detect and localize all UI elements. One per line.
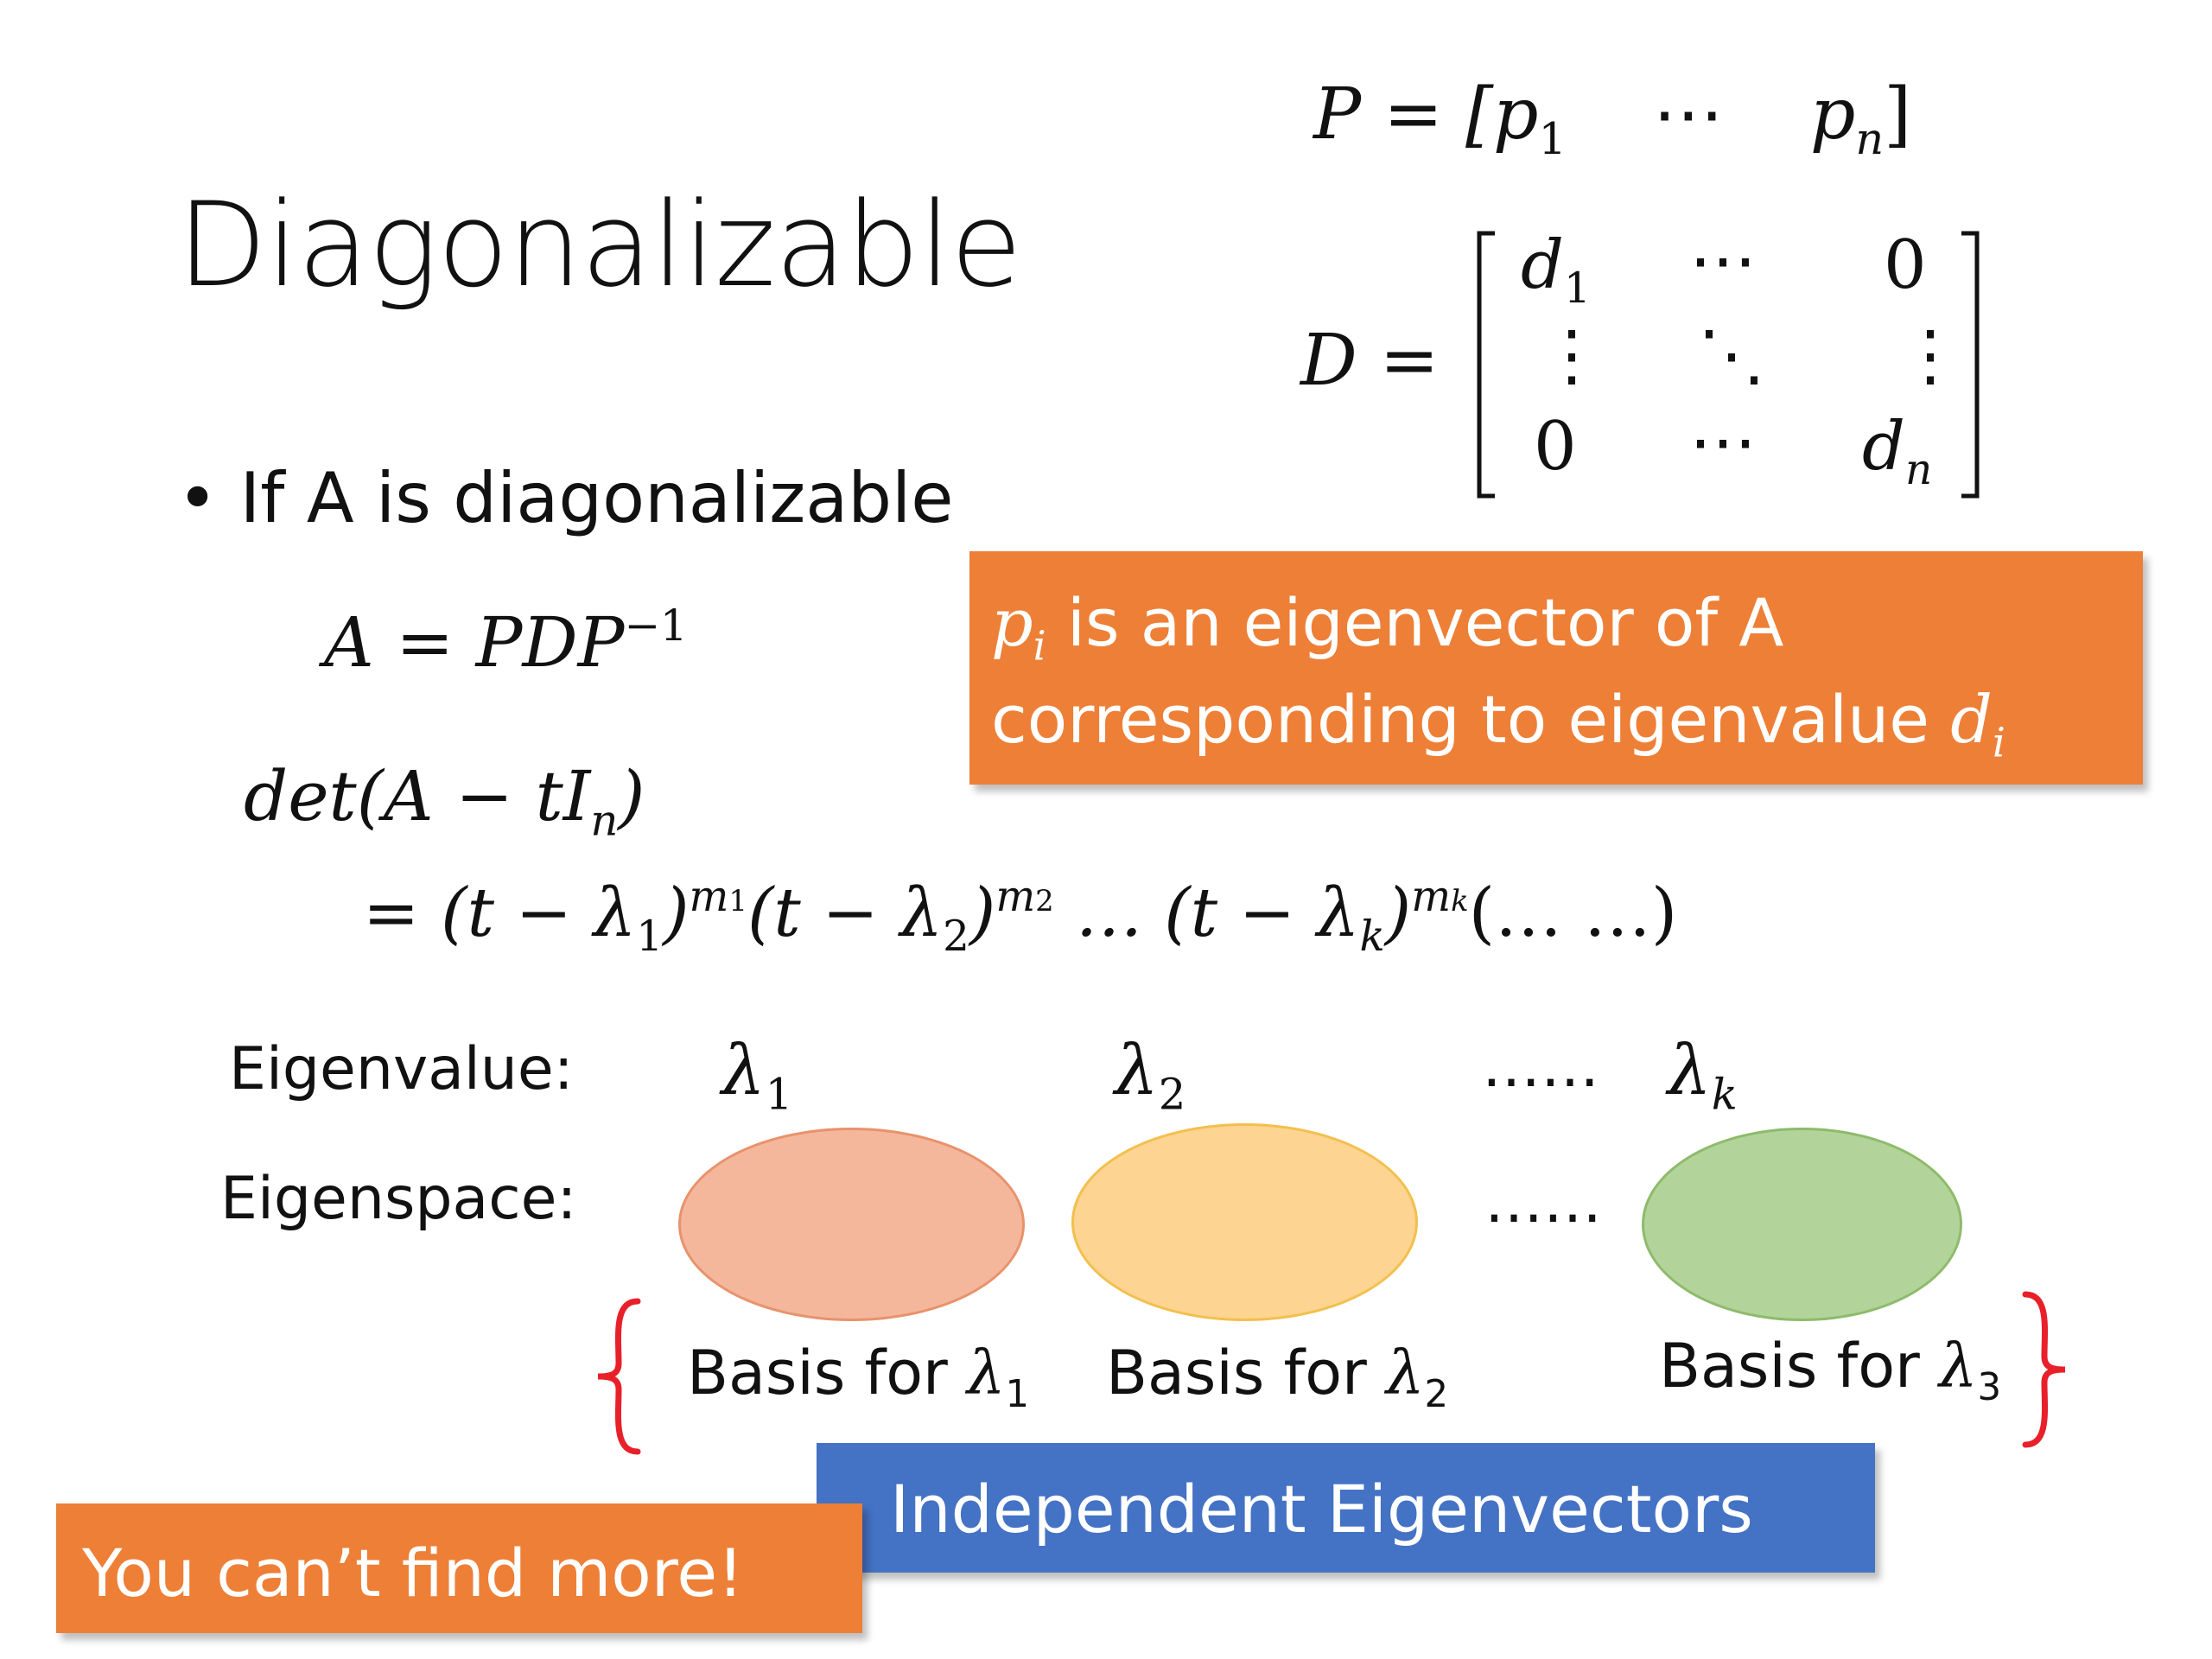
- bullet-point: • If A is diagonalizable: [177, 458, 954, 538]
- matrix-cell-dn: dn: [1862, 408, 1933, 494]
- lambda-2: λ2: [1115, 1030, 1186, 1120]
- right-brace-icon: [2022, 1291, 2066, 1448]
- eigenvalue-label: Eigenvalue:: [229, 1035, 574, 1103]
- slide-title: Diagonalizable: [177, 177, 1022, 313]
- matrix-cell-zero-bottom: 0: [1534, 408, 1577, 486]
- eigenspace-ellipse-3: [1642, 1128, 1962, 1321]
- eigenvalue-ellipsis: ……: [1482, 1033, 1599, 1101]
- callout-line-2: corresponding to eigenvalue di: [991, 681, 2005, 767]
- matrix-cell-vdots-left: ⋮: [1538, 317, 1605, 395]
- matrix-brackets: [1477, 231, 1980, 499]
- callout-line-1: pi is an eigenvector of A: [991, 584, 1784, 671]
- lambda-1: λ1: [721, 1030, 793, 1120]
- basis-label-3: Basis for λ3: [1659, 1331, 2002, 1410]
- equation-decomposition: A = PDP−1: [324, 601, 688, 683]
- eigenspace-label: Eigenspace:: [220, 1165, 577, 1233]
- cant-find-more-label: You can’t find more!: [82, 1535, 744, 1611]
- matrix-cell-zero-top: 0: [1884, 226, 1927, 304]
- matrix-cell-vdots-right: ⋮: [1897, 317, 1964, 395]
- equation-determinant: det(A − tIn): [244, 756, 645, 846]
- left-brace-icon: [597, 1298, 641, 1455]
- bullet-text: If A is diagonalizable: [239, 458, 954, 538]
- matrix-cell-ddots: ⋱: [1698, 317, 1765, 395]
- matrix-d: d1 ⋯ 0 ⋮ ⋱ ⋮ 0 ⋯ dn: [1469, 222, 1987, 503]
- equation-characteristic-polynomial: = (t − λ1)m1(t − λ2)m2 … (t − λk)mk(… …): [363, 873, 1678, 961]
- basis-label-2: Basis for λ2: [1106, 1338, 1449, 1417]
- eigenspace-ellipse-2: [1071, 1123, 1418, 1321]
- eigenspace-ellipsis: ……: [1484, 1168, 1602, 1236]
- matrix-p-definition: P = [p1⋯pn]: [1313, 73, 1912, 164]
- independent-eigenvectors-box: Independent Eigenvectors: [817, 1443, 1875, 1573]
- eigenspace-ellipse-1: [678, 1128, 1025, 1321]
- matrix-cell-d1: d1: [1521, 226, 1591, 313]
- basis-label-1: Basis for λ1: [687, 1338, 1030, 1417]
- matrix-d-label: D =: [1300, 320, 1440, 402]
- matrix-cell-hdots-bottom: ⋯: [1689, 404, 1757, 481]
- independent-eigenvectors-label: Independent Eigenvectors: [890, 1471, 1753, 1548]
- cant-find-more-box: You can’t find more!: [56, 1503, 862, 1633]
- matrix-cell-hdots-top: ⋯: [1689, 222, 1757, 300]
- lambda-k: λk: [1668, 1030, 1738, 1120]
- eigenvector-callout: pi is an eigenvector of A corresponding …: [969, 551, 2143, 785]
